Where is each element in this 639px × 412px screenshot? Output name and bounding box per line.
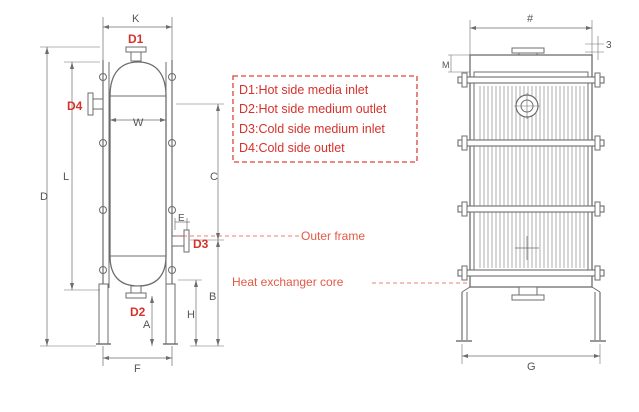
dim-label-k: K	[132, 13, 140, 25]
legend-item-d1: D1:Hot side media inlet	[239, 83, 369, 97]
port-label-d4: D4	[67, 99, 83, 113]
legend-item-d4: D4:Cold side outlet	[239, 141, 345, 155]
dim-label-w: W	[133, 117, 144, 129]
plate-pack	[479, 86, 585, 268]
outer-frame-callout: Outer frame	[301, 229, 365, 243]
legend-box: D1:Hot side media inlet D2:Hot side medi…	[232, 75, 418, 163]
dim-label-e: E	[178, 213, 185, 224]
dim-label-g: G	[527, 361, 536, 373]
dim-label-three: 3	[606, 40, 612, 51]
core-callout: Heat exchanger core	[232, 275, 344, 289]
dim-label-c: C	[210, 171, 218, 183]
dim-label-b: B	[209, 291, 216, 303]
callouts: Outer frame Heat exchanger core	[176, 229, 480, 289]
port-label-d2: D2	[130, 305, 146, 319]
port-label-d1: D1	[128, 32, 144, 46]
side-view	[40, 17, 224, 366]
dim-label-top-right: #	[527, 13, 534, 25]
front-view	[448, 20, 606, 364]
dim-label-d: D	[40, 191, 48, 203]
dim-label-m: M	[442, 60, 450, 70]
legend-item-d3: D3:Cold side medium inlet	[239, 122, 385, 136]
port-labels: D1 D4 D3 D2	[67, 32, 209, 319]
dim-label-h: H	[187, 309, 195, 321]
dim-label-a: A	[143, 319, 151, 331]
side-view-dimension-labels: K D L W C E B H A F	[40, 13, 218, 375]
dim-label-f: F	[134, 363, 141, 375]
legend-item-d2: D2:Hot side medium outlet	[239, 102, 387, 116]
dim-label-l: L	[63, 171, 69, 183]
port-label-d3: D3	[193, 237, 209, 251]
front-view-dimension-labels: # 3 M G	[442, 13, 612, 373]
